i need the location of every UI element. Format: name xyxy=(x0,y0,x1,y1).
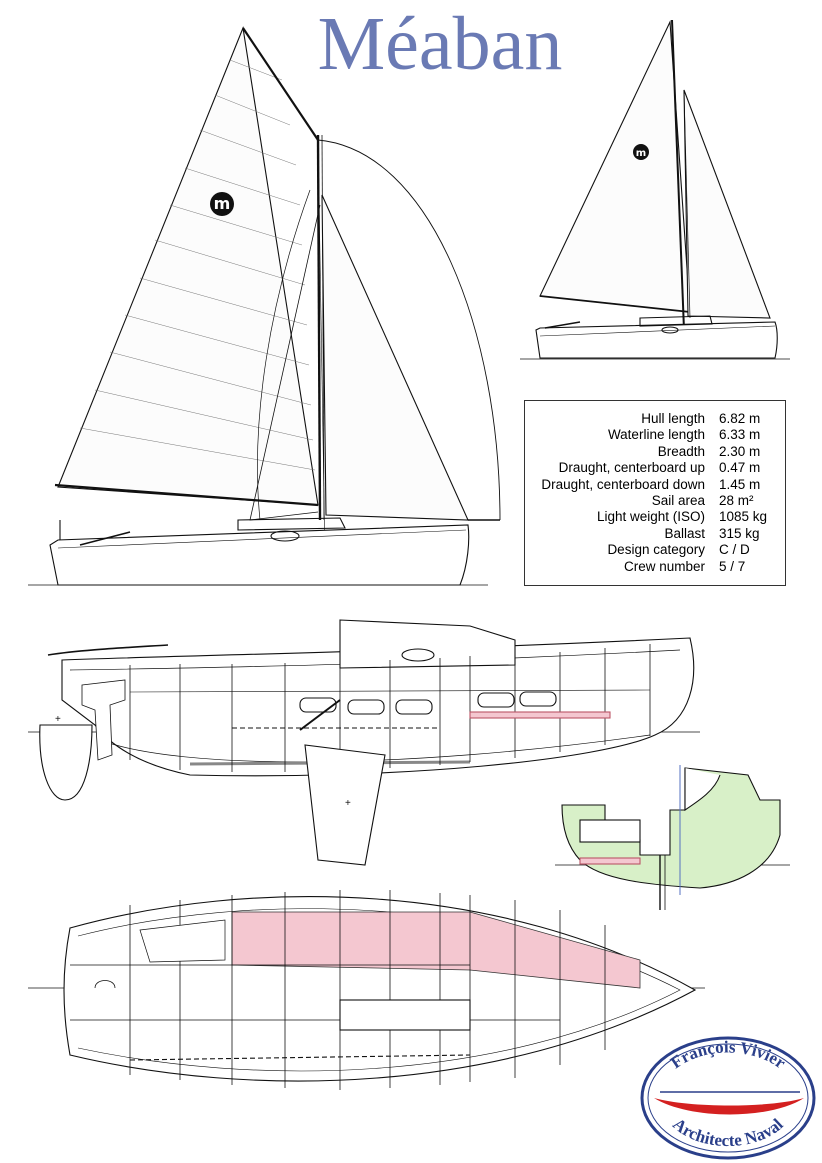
spec-value: 2.30 m xyxy=(719,443,761,459)
spec-label: Waterline length xyxy=(607,427,705,443)
sail-plan-main xyxy=(28,25,501,586)
spec-label: Ballast xyxy=(664,525,705,541)
spec-row: Draught, centerboard up 0.47 m xyxy=(525,460,785,476)
svg-text:+: + xyxy=(345,798,351,809)
spec-value: 0.47 m xyxy=(719,460,761,476)
spec-value: C / D xyxy=(719,542,750,558)
berth-highlight xyxy=(469,711,611,719)
plan-view xyxy=(28,890,705,1090)
spec-row: Breadth 2.30 m xyxy=(525,444,785,460)
interior-profile: + + xyxy=(28,619,700,866)
spec-label: Breadth xyxy=(657,443,705,459)
svg-text:+: + xyxy=(55,714,61,725)
svg-text:m: m xyxy=(214,194,231,213)
spec-value: 1.45 m xyxy=(719,476,761,492)
spec-label: Light weight (ISO) xyxy=(596,509,705,525)
hull-profile xyxy=(49,524,470,586)
rudder xyxy=(39,724,93,801)
spec-row: Design category C / D xyxy=(525,542,785,558)
sail-plan-reefed xyxy=(520,19,790,360)
spec-row: Ballast 315 kg xyxy=(525,526,785,542)
architect-logo: François Vivier Architecte Naval xyxy=(640,1036,816,1160)
spec-row: Hull length 6.82 m xyxy=(525,411,785,427)
hull-section xyxy=(555,765,790,910)
spec-row: Light weight (ISO) 1085 kg xyxy=(525,509,785,525)
centerboard xyxy=(304,744,386,866)
spec-label: Hull length xyxy=(641,411,705,426)
spec-label: Crew number xyxy=(623,558,705,574)
sail-logo-small: m xyxy=(633,144,649,160)
spec-row: Waterline length 6.33 m xyxy=(525,427,785,443)
spec-label: Draught, centerboard down xyxy=(541,476,705,492)
spec-value: 6.33 m xyxy=(719,427,761,443)
spec-value: 6.82 m xyxy=(719,411,761,426)
spec-row: Sail area 28 m² xyxy=(525,493,785,509)
spec-value: 5 / 7 xyxy=(719,558,746,574)
spec-label: Draught, centerboard up xyxy=(558,460,705,476)
spec-value: 315 kg xyxy=(719,525,760,541)
spec-label: Design category xyxy=(607,542,705,558)
spec-value: 1085 kg xyxy=(719,509,768,525)
spec-value: 28 m² xyxy=(719,493,754,508)
jib xyxy=(321,194,469,521)
spec-row: Crew number 5 / 7 xyxy=(525,559,785,575)
svg-text:m: m xyxy=(636,148,646,159)
spec-label: Sail area xyxy=(651,493,705,508)
sail-logo-main: m xyxy=(210,192,234,216)
mainsail xyxy=(57,25,319,506)
spec-row: Draught, centerboard down 1.45 m xyxy=(525,477,785,493)
page-title: Méaban xyxy=(317,2,563,86)
